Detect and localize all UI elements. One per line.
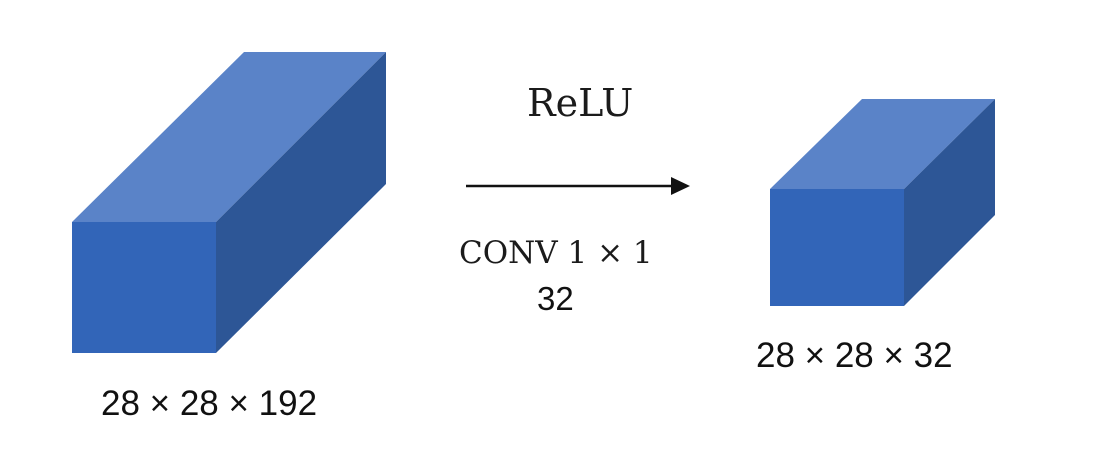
output-volume-label: 28 × 28 × 32 [756,336,953,375]
input-volume-top-face [72,52,386,222]
input-volume-side-face [216,52,386,353]
right-arrow-icon [466,177,690,195]
output-volume-top-face [770,99,995,189]
input-volume [72,52,386,353]
relu-label: ReLU [527,81,633,125]
output-volume-side-face [904,99,995,306]
input-volume-label: 28 × 28 × 192 [101,384,317,423]
output-volume-front-face [770,189,904,306]
output-volume [770,99,995,306]
arrow-head [671,177,690,195]
conv-label: CONV 1 × 1 [459,235,653,271]
input-volume-front-face [72,222,216,353]
filter-count-label: 32 [537,280,574,317]
